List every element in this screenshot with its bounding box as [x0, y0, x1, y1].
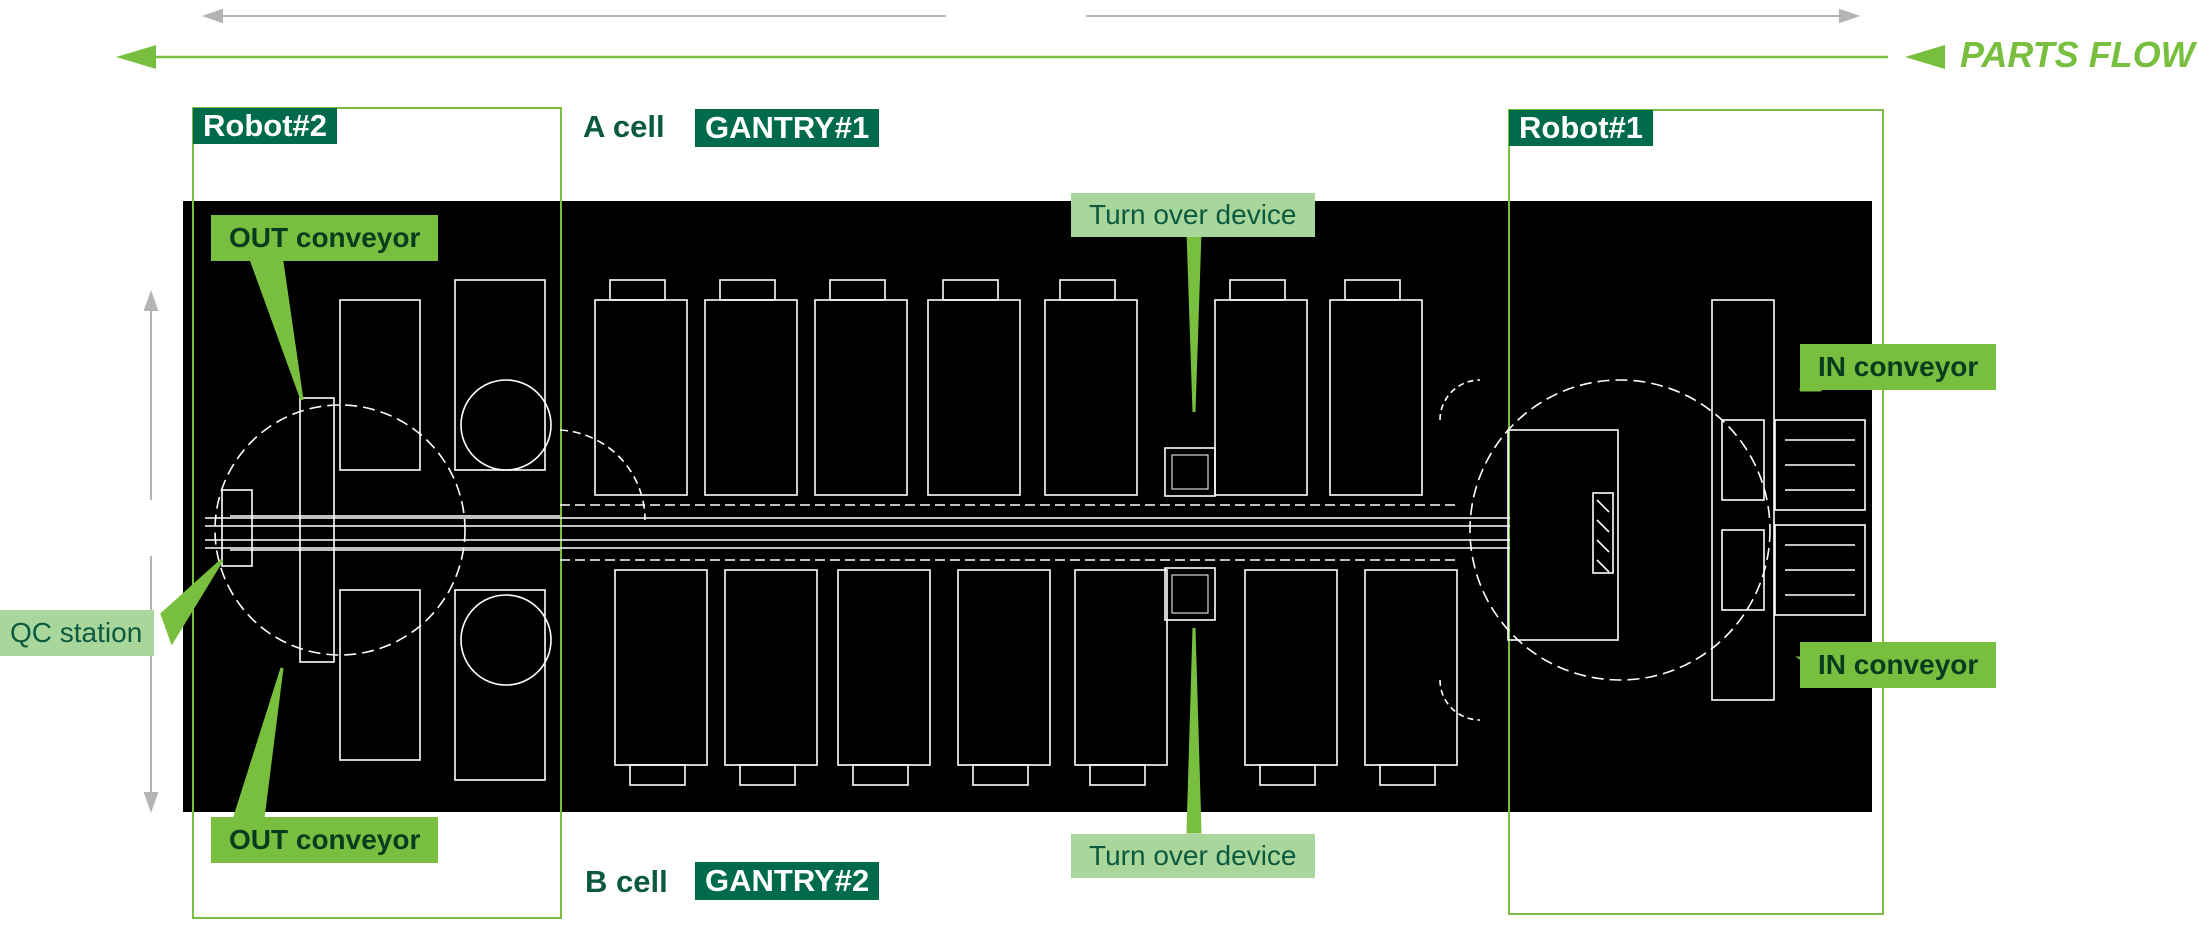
left-dimension-arrow: [143, 289, 159, 814]
in-conveyor-bottom-label: IN conveyor: [1800, 642, 1997, 688]
turn-over-device-top-shape: [1164, 447, 1216, 497]
parts-flow-label: PARTS FLOW: [1960, 34, 2195, 75]
gantry2-label: GANTRY#2: [695, 862, 880, 900]
floor-plan-panel: [183, 201, 1872, 812]
robot2-zone: [192, 107, 562, 919]
turn-over-device-top-label: Turn over device: [1071, 193, 1315, 237]
in-conveyor-bottom-shape: [1774, 524, 1866, 616]
turn-over-device-bottom-shape: [1164, 567, 1216, 621]
a-cell-label: A cell: [583, 109, 665, 144]
in-conveyor-top-shape: [1774, 419, 1866, 511]
robot2-label: Robot#2: [193, 108, 337, 144]
in-conveyor-top-label: IN conveyor: [1800, 344, 1997, 390]
turn-over-device-bottom-label: Turn over device: [1071, 834, 1315, 878]
top-dimension-arrows: [201, 8, 1861, 24]
b-cell-label: B cell: [585, 864, 668, 899]
robot1-zone: [1508, 109, 1884, 915]
parts-flow-arrow: [116, 45, 1945, 69]
machine-layout-lines: [205, 279, 1866, 786]
gantry1-label: GANTRY#1: [695, 109, 880, 147]
qc-station-shape: [221, 489, 253, 567]
bottom-row-machines: [614, 569, 1458, 786]
out-conveyor-top-label: OUT conveyor: [211, 215, 439, 261]
top-row-machines: [594, 279, 1423, 496]
qc-station-label: QC station: [0, 610, 155, 656]
out-conveyor-bottom-label: OUT conveyor: [211, 817, 439, 863]
robot1-label: Robot#1: [1509, 110, 1653, 146]
